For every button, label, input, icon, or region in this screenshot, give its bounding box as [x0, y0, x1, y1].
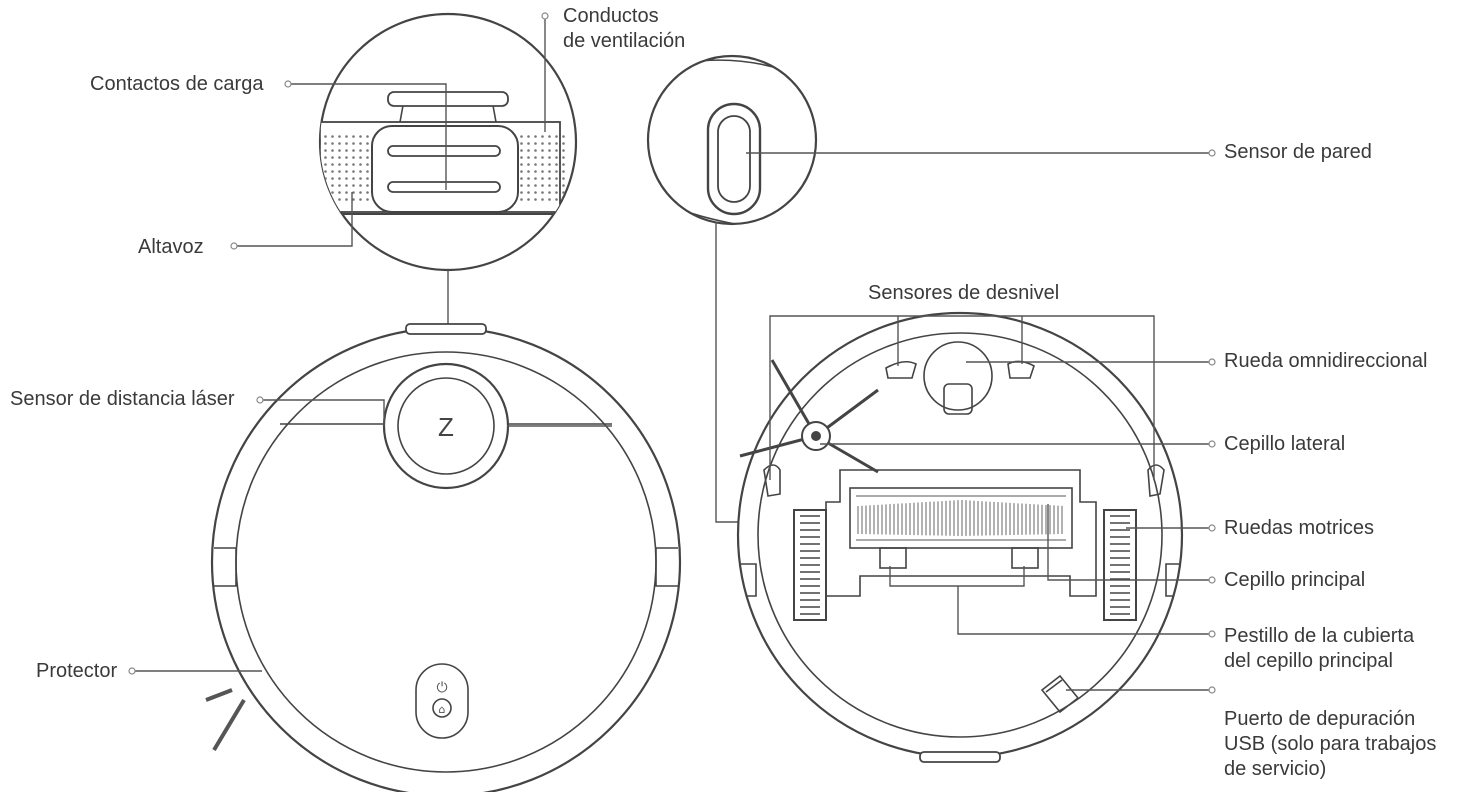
charging-contact-bottom: [387, 181, 501, 193]
vent-mesh-right: [518, 132, 568, 202]
speaker-mesh-left: [322, 132, 372, 202]
leader-lines: [128, 12, 1216, 694]
label-usb-debug-port: Puerto de depuración USB (solo para trab…: [1224, 708, 1437, 780]
power-icon: ⏻: [436, 680, 447, 696]
omni-wheel: [923, 341, 993, 411]
cliff-sensor-1: [885, 360, 917, 379]
label-laser-distance-sensor: Sensor de distancia láser: [10, 388, 235, 410]
label-cliff-sensors: Sensores de desnivel: [868, 282, 1060, 304]
latch-left: [879, 547, 907, 569]
main-brush-housing: [825, 469, 1097, 597]
label-bumper: Protector: [36, 660, 118, 682]
label-omni-wheel: Rueda omnidireccional: [1224, 350, 1428, 372]
robot-bottom-view: [736, 311, 1184, 763]
label-wall-sensor: Sensor de pared: [1224, 141, 1372, 163]
main-brush: [849, 487, 1073, 549]
robot-top-view: Z ⏻ ⌂: [205, 323, 682, 792]
label-speaker: Altavoz: [138, 236, 204, 258]
wall-sensor-zoom-circle: [646, 54, 818, 226]
svg-text:⌂: ⌂: [439, 703, 446, 716]
label-side-brush: Cepillo lateral: [1224, 433, 1346, 455]
label-drive-wheels: Ruedas motrices: [1224, 517, 1375, 539]
usb-port: [1040, 674, 1080, 714]
top-zoom-circle: [318, 12, 578, 272]
control-buttons: [415, 663, 469, 739]
label-ventilation-ducts: Conductos de ventilación: [563, 5, 686, 52]
side-brush: [739, 359, 879, 474]
label-main-brush: Cepillo principal: [1224, 569, 1366, 591]
side-brush-hint: [212, 698, 246, 752]
charging-contact-top: [387, 145, 501, 157]
latch-right: [1011, 547, 1039, 569]
home-icon: [432, 698, 452, 718]
brand-logo-icon: Z: [438, 412, 454, 442]
label-main-brush-cover-latch: Pestillo de la cubierta del cepillo prin…: [1224, 625, 1415, 672]
label-charging-contacts: Contactos de carga: [90, 73, 264, 95]
